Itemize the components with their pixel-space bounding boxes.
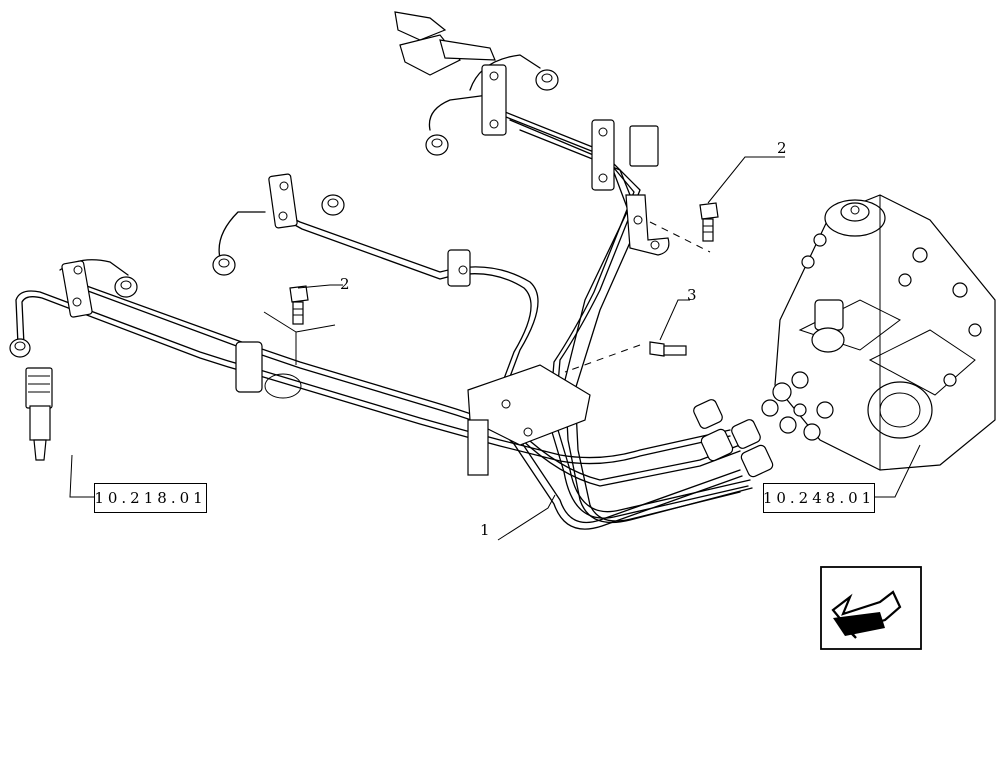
clamp-top	[481, 64, 507, 136]
callout-labels: 1 2 2 3	[340, 139, 787, 539]
fitting-nut-1	[9, 338, 31, 358]
callout-2-upper: 2	[777, 139, 787, 157]
injection-pipe-1	[15, 290, 731, 465]
injector	[25, 367, 53, 461]
pump-fitting-4	[740, 444, 774, 478]
fitting-nut-6	[535, 69, 559, 91]
reference-box-pump[interactable]: 10.248.01	[763, 483, 875, 513]
callout-2-lower: 2	[340, 275, 350, 293]
reference-label-left: 10.218.01	[94, 489, 207, 507]
clamp-right-upper	[591, 119, 659, 191]
bolt-2-upper	[699, 202, 719, 242]
pipe-end-fittings	[9, 69, 559, 358]
clamp-mid-upper	[268, 173, 298, 229]
manifold-block	[467, 364, 591, 476]
fitting-nut-4	[321, 194, 345, 216]
bold-arrow-left-down-icon	[831, 590, 902, 639]
fitting-nut-2	[114, 276, 138, 298]
reference-box-injector[interactable]: 10.218.01	[94, 483, 207, 513]
fitting-nut-5	[425, 134, 449, 156]
fitting-nut-3	[212, 254, 236, 276]
leader-lines	[69, 156, 921, 541]
navigation-arrow-box[interactable]	[820, 566, 922, 650]
injection-pipe-5	[469, 54, 753, 524]
fuel-injection-pump	[761, 194, 996, 471]
injection-pipe-3	[218, 211, 743, 530]
pump-side-fittings	[693, 399, 774, 478]
pump-fitting-3	[731, 419, 761, 449]
clamp-mid-lower	[235, 341, 302, 399]
pump-fitting-2	[700, 428, 734, 462]
clamp-center	[447, 249, 471, 287]
bolt-2-lower	[289, 285, 309, 325]
callout-1: 1	[480, 521, 490, 539]
top-bracket	[394, 11, 496, 76]
callout-3: 3	[687, 286, 697, 304]
reference-label-right: 10.248.01	[762, 489, 876, 507]
pump-fitting-1	[693, 399, 723, 429]
clamp-right-bracket	[625, 194, 670, 256]
pipe-clamps	[61, 11, 670, 476]
bolt-3	[649, 341, 687, 357]
clamp-left-upper	[61, 260, 93, 318]
injection-pipe-2	[59, 259, 741, 487]
injection-pipe-6	[519, 129, 741, 522]
